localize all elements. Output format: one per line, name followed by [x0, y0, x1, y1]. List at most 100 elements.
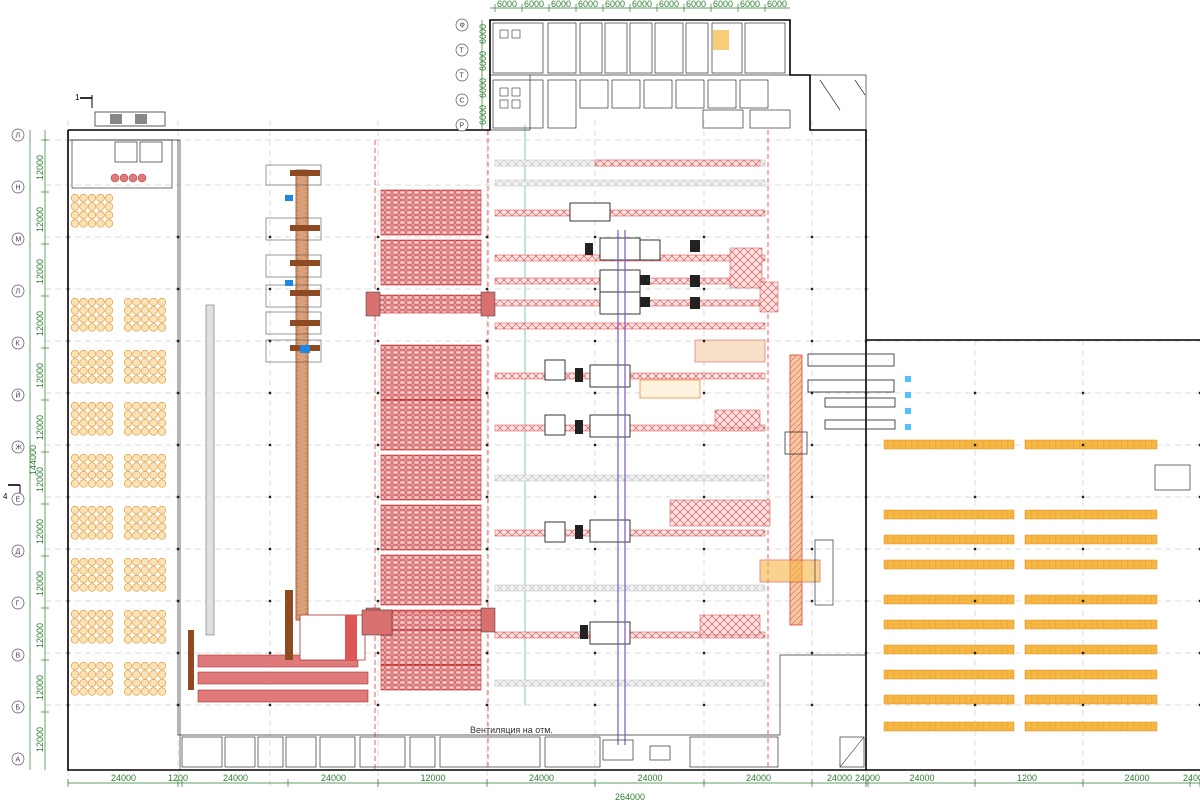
storage-cylinder — [79, 635, 88, 644]
storage-cylinder — [132, 401, 141, 411]
axis-bubble — [455, 93, 469, 107]
pallet-rack — [1024, 534, 1158, 545]
column — [702, 443, 706, 447]
storage-cylinder — [132, 670, 141, 679]
storage-cylinder — [149, 574, 158, 584]
column — [66, 235, 70, 239]
storage-cylinder — [149, 418, 158, 428]
column — [376, 339, 380, 343]
column — [810, 703, 814, 707]
storage-cylinder — [123, 678, 133, 688]
storage-cylinder — [96, 418, 105, 428]
column — [864, 547, 868, 551]
column — [864, 443, 868, 447]
storage-cylinder — [79, 401, 88, 411]
column — [702, 391, 706, 395]
storage-cylinder — [87, 219, 97, 228]
axis-label: Б — [16, 705, 21, 712]
pallet-rack — [1024, 594, 1158, 605]
storage-cylinder — [70, 297, 80, 307]
storage-cylinder — [79, 193, 88, 203]
storage-cylinder — [123, 410, 133, 419]
production-line — [494, 322, 766, 330]
axis-label: Д — [16, 549, 21, 556]
storage-cylinder — [123, 531, 133, 540]
storage-cylinder — [96, 626, 105, 636]
column — [864, 599, 868, 603]
storage-cylinder — [96, 410, 105, 419]
storage-cylinder — [104, 418, 114, 428]
storage-cylinder — [87, 670, 97, 679]
storage-cylinder — [87, 626, 97, 636]
storage-cylinder — [79, 574, 88, 584]
storage-cylinder — [132, 297, 141, 307]
column — [268, 287, 272, 291]
storage-cylinder — [157, 323, 167, 332]
storage-cylinder — [149, 522, 158, 532]
column — [176, 443, 180, 447]
pallet-rack — [883, 619, 1015, 630]
storage-cylinder — [70, 557, 80, 567]
storage-cylinder — [149, 678, 158, 688]
column — [268, 235, 272, 239]
storage-cylinder — [104, 401, 114, 411]
storage-cylinder — [87, 306, 97, 315]
storage-cylinder — [140, 514, 150, 523]
storage-cylinder — [140, 670, 150, 679]
axis-bubble — [11, 336, 25, 350]
dim-value-top: 6000 — [659, 0, 679, 9]
axis-label: Т — [460, 48, 465, 55]
pallet-rack — [883, 594, 1015, 605]
storage-cylinder — [132, 687, 141, 696]
transfer-conveyor — [759, 353, 911, 626]
storage-cylinder — [104, 479, 114, 488]
storage-cylinder — [132, 531, 141, 540]
storage-cylinder — [96, 453, 105, 463]
storage-cylinder — [79, 557, 88, 567]
storage-cylinder — [132, 522, 141, 532]
storage-cylinder — [104, 687, 114, 696]
storage-cylinder — [149, 314, 158, 324]
axis-bubble — [455, 68, 469, 82]
storage-cylinder — [96, 323, 105, 332]
storage-cylinder — [87, 470, 97, 480]
dim-value-left: 12000 — [35, 571, 45, 596]
storage-cylinder — [123, 574, 133, 584]
axis-label: М — [16, 237, 22, 244]
axis-bubble — [455, 43, 469, 57]
storage-cylinder — [87, 366, 97, 376]
dim-value-top: 6000 — [578, 0, 598, 9]
column — [810, 547, 814, 551]
storage-cylinder — [70, 687, 80, 696]
storage-cylinder — [123, 366, 133, 376]
dim-value-bottom: 1200 — [1017, 773, 1037, 783]
storage-cylinder — [140, 678, 150, 688]
storage-cylinder — [132, 566, 141, 575]
storage-cylinder — [104, 670, 114, 679]
storage-cylinder — [96, 210, 105, 220]
storage-cylinder — [70, 401, 80, 411]
column — [864, 287, 868, 291]
production-line-inactive — [494, 179, 766, 187]
storage-cylinder — [104, 202, 114, 211]
boiler-room — [71, 139, 173, 189]
storage-cylinder — [104, 557, 114, 567]
storage-cylinder — [157, 470, 167, 480]
storage-cylinder — [70, 678, 80, 688]
storage-cylinder — [157, 670, 167, 679]
column — [973, 547, 977, 551]
column — [593, 287, 597, 291]
purple-conveyor — [602, 230, 671, 761]
storage-cylinder — [79, 202, 88, 211]
column — [593, 391, 597, 395]
storage-cylinder — [96, 583, 105, 592]
column — [1198, 391, 1200, 395]
column — [810, 599, 814, 603]
storage-cylinder — [140, 583, 150, 592]
storage-cylinder — [79, 583, 88, 592]
storage-cylinder — [70, 462, 80, 471]
column — [176, 235, 180, 239]
storage-cylinder — [123, 453, 133, 463]
storage-cylinder — [70, 410, 80, 419]
